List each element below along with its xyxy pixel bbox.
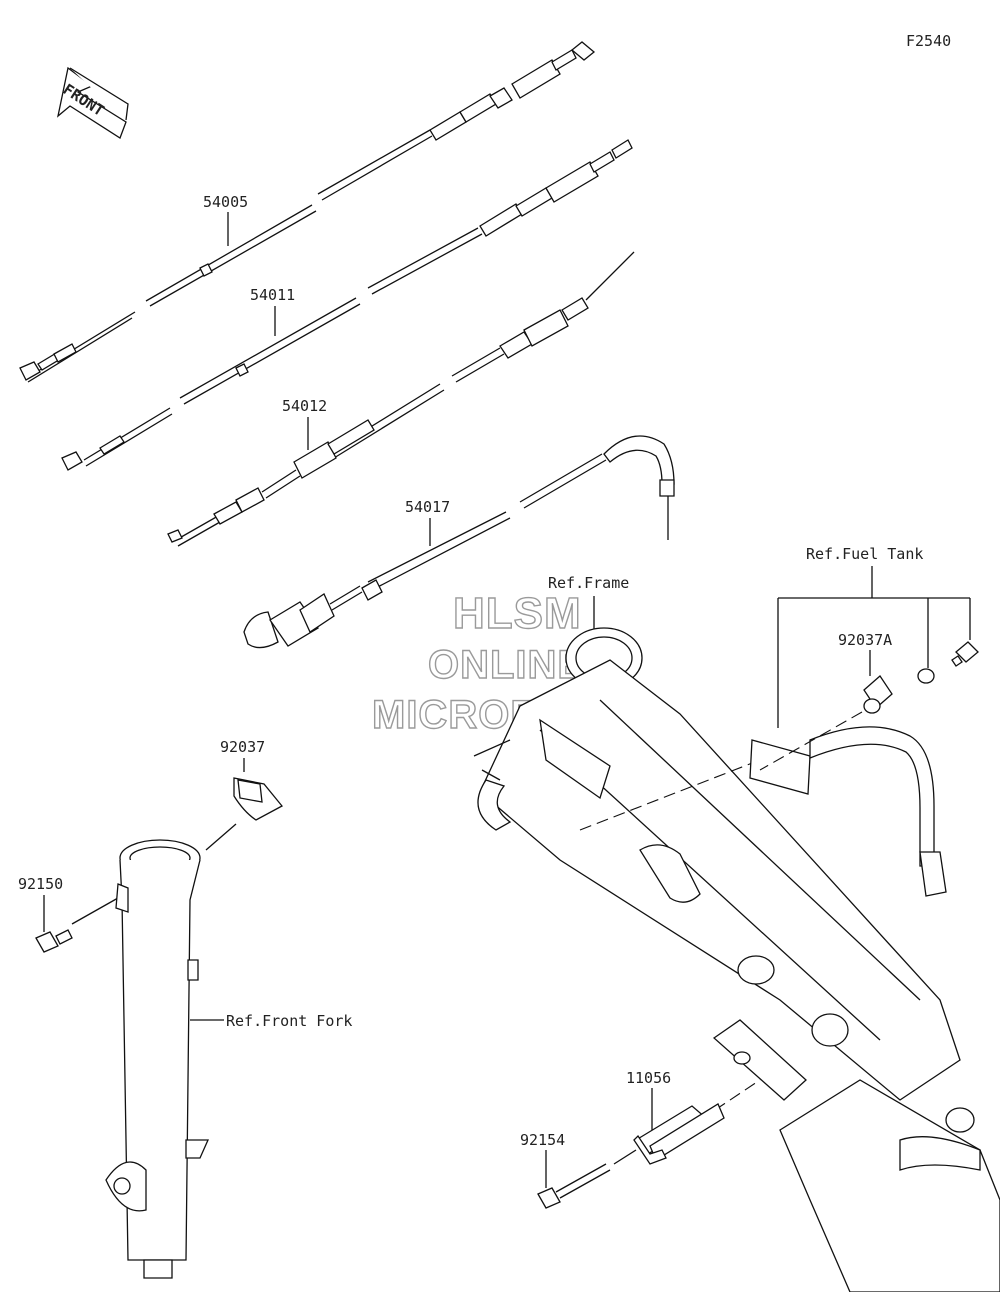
- frame: [473, 627, 1000, 1292]
- part-label-92154: 92154: [520, 1131, 565, 1149]
- part-label-11056: 11056: [626, 1069, 671, 1087]
- bracket: [699, 1019, 807, 1121]
- bolt-92154[interactable]: [537, 1149, 637, 1209]
- part-label-54012: 54012: [282, 397, 327, 415]
- part-label-54011: 54011: [250, 286, 295, 304]
- part-label-92150: 92150: [18, 875, 63, 893]
- bolt-fuel-tank[interactable]: [951, 641, 979, 667]
- part-label-92037A: 92037A: [838, 631, 892, 649]
- ref-front-fork-label: Ref.Front Fork: [226, 1012, 352, 1030]
- part-label-54005: 54005: [203, 193, 248, 211]
- figure-code: F2540: [906, 32, 951, 50]
- front-direction-arrow-icon: FRONT: [56, 66, 129, 139]
- part-label-54017: 54017: [405, 498, 450, 516]
- front-fork: [105, 839, 210, 1279]
- watermark-line2: ONLINE: [428, 643, 585, 687]
- bolt-92150[interactable]: [35, 929, 73, 953]
- bracket-11056[interactable]: [633, 1103, 725, 1165]
- clamp-92037A[interactable]: [863, 675, 893, 714]
- ref-frame-label: Ref.Frame: [548, 574, 629, 592]
- ref-fuel-tank-label: Ref.Fuel Tank: [806, 545, 923, 563]
- watermark-line1: HLSM: [453, 589, 582, 638]
- cable-54012[interactable]: [167, 251, 635, 547]
- fuel-tank-mount: [749, 726, 947, 897]
- clamp-92037[interactable]: [233, 777, 284, 821]
- watermark: HLSM ONLINE MICROFICHE: [371, 588, 635, 737]
- cable-54005[interactable]: [19, 41, 596, 383]
- part-label-92037: 92037: [220, 738, 265, 756]
- cable-54017[interactable]: [243, 435, 675, 649]
- washer[interactable]: [917, 668, 935, 684]
- cable-54011[interactable]: [61, 139, 633, 471]
